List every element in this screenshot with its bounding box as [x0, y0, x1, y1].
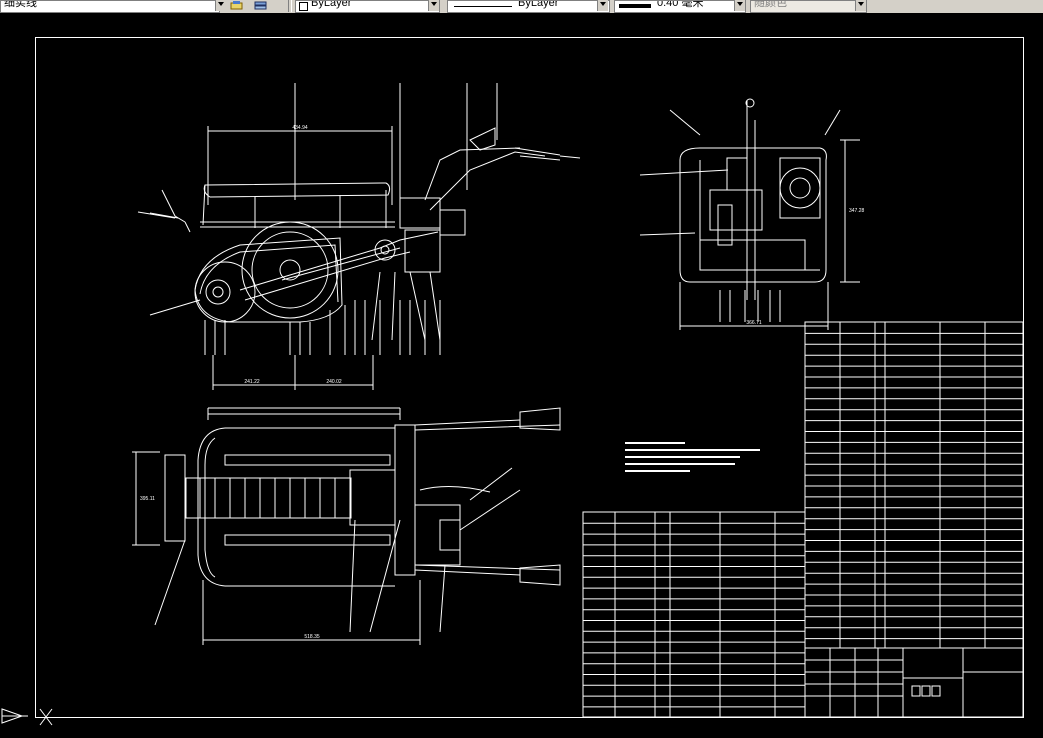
lineweight-preview-icon: [619, 4, 651, 8]
color-control-value: ByLayer: [311, 0, 352, 9]
properties-toolbar: 细实线 ByLayer ByLayer 0.40 毫米 随颜色: [0, 0, 1043, 13]
parts-list-bottom-rows: [583, 522, 805, 708]
plotstyle-control-field: 随颜色: [750, 0, 867, 13]
lineweight-control-value: 0.40 毫米: [657, 0, 704, 9]
linetype-name-value: 细实线: [4, 0, 37, 9]
toolbar-separator: [288, 0, 292, 12]
linetype-dropdown-icon[interactable]: [597, 0, 608, 11]
side-elevation-view: 434.94: [137, 83, 581, 390]
linetype-control-value: ByLayer: [518, 0, 559, 9]
plotstyle-dropdown-icon: [855, 0, 866, 11]
color-swatch-icon: [299, 2, 308, 11]
svg-text:395.11: 395.11: [140, 496, 155, 502]
svg-text:434.94: 434.94: [292, 125, 308, 131]
parts-list-right: [804, 321, 1024, 649]
svg-text:241.22: 241.22: [244, 379, 260, 385]
plotstyle-control-value: 随颜色: [754, 0, 787, 9]
svg-text:518.35: 518.35: [304, 634, 320, 640]
svg-text:366.71: 366.71: [746, 320, 762, 326]
color-control-field[interactable]: ByLayer: [295, 0, 440, 13]
ucs-icon: [1, 708, 53, 726]
parts-list-right-rows: [805, 332, 1023, 640]
lineweight-control-field[interactable]: 0.40 毫米: [614, 0, 746, 13]
model-space-canvas[interactable]: 434.94: [0, 13, 1043, 738]
linetype-preview-icon: [454, 6, 512, 7]
lineweight-dropdown-icon[interactable]: [734, 0, 745, 11]
cad-drawing: 434.94: [35, 37, 1024, 718]
front-elevation-view: 366.71 347.28: [639, 98, 865, 330]
color-dropdown-icon[interactable]: [428, 0, 439, 11]
parts-list-bottom: [582, 511, 806, 718]
plan-view: 395.11 518.35: [132, 407, 561, 645]
svg-text:347.28: 347.28: [849, 208, 865, 214]
layer-stack-icon[interactable]: [254, 0, 268, 11]
title-block: [804, 647, 1024, 718]
technical-notes: [625, 442, 760, 472]
layer-states-icon[interactable]: [230, 0, 244, 11]
linetype-name-field[interactable]: 细实线: [0, 0, 220, 13]
svg-text:240.02: 240.02: [326, 379, 342, 385]
linetype-name-dropdown-icon[interactable]: [215, 0, 226, 11]
linetype-control-field[interactable]: ByLayer: [447, 0, 610, 13]
